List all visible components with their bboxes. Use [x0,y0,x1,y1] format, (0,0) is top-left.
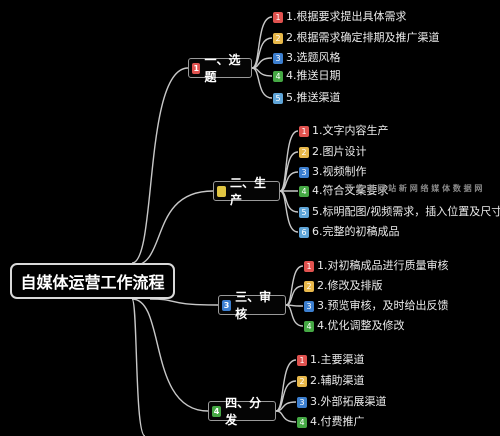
priority-2-icon: 2 [304,280,314,292]
leaf-label: 1.主要渠道 [310,353,365,366]
connector-line [285,265,304,306]
connector-line [275,410,297,423]
leaf-topic[interactable]: 5 5.标明配图/视频需求，插入位置及尺寸 [299,204,500,220]
leaf-topic[interactable]: 2 2.修改及排版 [304,278,383,294]
connector-line [131,298,146,436]
connector-line [285,304,304,327]
priority-3-icon: 3 [222,299,232,311]
connector-line [251,67,273,99]
priority-4-icon: 4 [299,185,309,197]
leaf-label: 1.根据要求提出具体需求 [286,10,407,23]
leaf-label: 1.对初稿成品进行质量审核 [317,259,449,272]
connector-line [131,67,189,264]
leaf-label: 1.文字内容生产 [312,124,389,137]
leaf-topic[interactable]: 6 6.完整的初稿成品 [299,224,400,240]
leaf-label: 6.完整的初稿成品 [312,225,400,238]
priority-3-icon: 3 [297,396,307,408]
leaf-topic[interactable]: 3 3.外部拓展渠道 [297,394,387,410]
document-icon [217,185,226,197]
priority-1-icon: 1 [299,125,309,137]
branch-label: 一、选题 [204,53,241,84]
leaf-topic[interactable]: 2 2.图片设计 [299,144,367,160]
leaf-topic[interactable]: 3 3.选题风格 [273,50,341,66]
priority-1-icon: 1 [192,62,201,74]
leaf-label: 2.根据需求确定排期及推广渠道 [286,31,440,44]
leaf-label: 3.外部拓展渠道 [310,395,387,408]
branch-label: 二、生产 [229,176,266,207]
connector-line [279,190,299,233]
leaf-label: 5.推送渠道 [286,91,341,104]
branch-topic-shenhe[interactable]: 3 三、审核 [218,290,286,321]
branch-label: 四、分发 [225,396,262,427]
branch-topic-shengchan[interactable]: 二、生产 [213,176,280,207]
priority-2-icon: 2 [299,146,309,158]
connector-line [149,298,219,306]
priority-1-icon: 1 [304,260,314,272]
branch-topic-fenfa[interactable]: 4 四、分发 [208,396,276,427]
leaf-topic[interactable]: 2 2.辅助渠道 [297,373,365,389]
root-topic[interactable]: 自媒体运营工作流程 [10,263,175,299]
leaf-label: 2.修改及排版 [317,279,383,292]
priority-4-icon: 4 [273,70,283,82]
leaf-topic[interactable]: 1 1.主要渠道 [297,352,365,368]
leaf-topic[interactable]: 3 3.预览审核，及时给出反馈 [304,298,449,314]
branch-topic-xuanti[interactable]: 1 一、选题 [188,53,252,84]
leaf-topic[interactable]: 2 2.根据需求确定排期及推广渠道 [273,30,440,46]
leaf-label: 4.优化调整及修改 [317,319,405,332]
priority-5-icon: 5 [299,206,309,218]
leaf-topic[interactable]: 1 1.根据要求提出具体需求 [273,9,407,25]
leaf-topic[interactable]: 1 1.文字内容生产 [299,123,389,139]
leaf-label: 4.符合文案要求 [312,184,389,197]
connector-line [131,190,214,267]
leaf-label: 5.标明配图/视频需求，插入位置及尺寸 [312,205,500,218]
leaf-topic[interactable]: 3 3.视频制作 [299,164,367,180]
priority-4-icon: 4 [297,416,307,428]
priority-2-icon: 2 [273,32,283,44]
root-topic-label: 自媒体运营工作流程 [20,273,165,292]
priority-6-icon: 6 [299,226,309,238]
priority-1-icon: 1 [273,11,283,23]
priority-3-icon: 3 [304,300,314,312]
leaf-topic[interactable]: 4 4.符合文案要求 [299,183,389,199]
priority-4-icon: 4 [212,405,222,417]
priority-2-icon: 2 [297,375,307,387]
leaf-topic[interactable]: 4 4.付费推广 [297,414,365,430]
leaf-label: 3.选题风格 [286,51,341,64]
priority-5-icon: 5 [273,92,283,104]
leaf-label: 2.辅助渠道 [310,374,365,387]
leaf-label: 4.付费推广 [310,415,365,428]
leaf-label: 3.预览审核，及时给出反馈 [317,299,449,312]
branch-label: 三、审核 [235,290,272,321]
connector-line [131,298,209,412]
leaf-topic[interactable]: 4 4.推送日期 [273,68,341,84]
leaf-label: 3.视频制作 [312,165,367,178]
leaf-topic[interactable]: 1 1.对初稿成品进行质量审核 [304,258,449,274]
leaf-topic[interactable]: 5 5.推送渠道 [273,90,341,106]
watermark-text: 开 发 者 网 站 新 网 络 媒 体 数 据 网 [345,184,483,193]
priority-3-icon: 3 [299,166,309,178]
leaf-label: 2.图片设计 [312,145,367,158]
priority-1-icon: 1 [297,354,307,366]
priority-3-icon: 3 [273,52,283,64]
leaf-topic[interactable]: 4 4.优化调整及修改 [304,318,405,334]
priority-4-icon: 4 [304,320,314,332]
leaf-label: 4.推送日期 [286,69,341,82]
